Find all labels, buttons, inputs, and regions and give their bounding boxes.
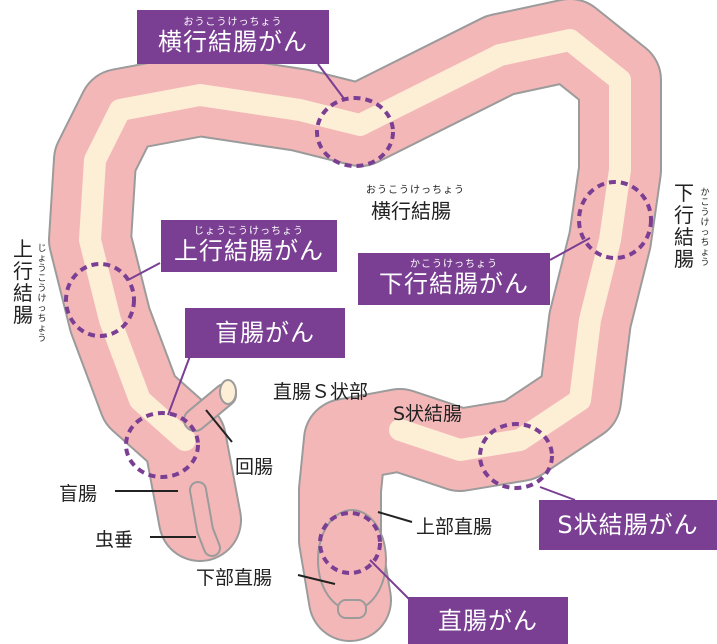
callout-text: 上行結腸がん <box>174 237 324 265</box>
callout-descending-cancer: かこうけっちょう 下行結腸がん <box>358 253 550 305</box>
label-ascending: 上行結腸 <box>12 238 34 326</box>
label-sigmoid: S状結腸 <box>393 399 462 426</box>
label-ileum: 回腸 <box>235 452 273 479</box>
label-transverse-ruby: おうこうけっちょう <box>366 181 465 196</box>
callout-text: 盲腸がん <box>215 319 315 347</box>
label-rectosigmoid: 直腸Ｓ状部 <box>273 377 368 404</box>
label-upper-rectum: 上部直腸 <box>416 512 492 539</box>
label-appendix: 虫垂 <box>95 525 133 552</box>
label-transverse: 横行結腸 <box>371 195 451 224</box>
callout-ruby: かこうけっちょう <box>410 260 498 270</box>
callout-sigmoid-cancer: S状結腸がん <box>539 500 717 550</box>
label-descending-ruby: かこうけっちょう <box>700 188 710 268</box>
callout-ruby: おうこうけっちょう <box>184 18 283 28</box>
callout-text: 直腸がん <box>438 607 538 635</box>
callout-rectal-cancer: 直腸がん <box>408 597 568 644</box>
label-cecum: 盲腸 <box>59 479 97 506</box>
callout-ascending-cancer: じょうこうけっちょう 上行結腸がん <box>161 220 337 272</box>
ileum-opening <box>220 380 236 404</box>
callout-text: S状結腸がん <box>557 511 698 539</box>
anal-canal-shape <box>338 600 366 618</box>
callout-text: 横行結腸がん <box>158 28 308 56</box>
callout-cecum-cancer: 盲腸がん <box>185 308 345 358</box>
leader-upper-rectum <box>378 512 412 522</box>
label-descending: 下行結腸 <box>673 182 695 270</box>
leader-sigmoid <box>540 487 575 500</box>
label-ascending-ruby: じょうこうけっちょう <box>37 244 47 344</box>
callout-transverse-cancer: おうこうけっちょう 横行結腸がん <box>137 10 329 64</box>
label-lower-rectum: 下部直腸 <box>196 563 272 590</box>
callout-text: 下行結腸がん <box>379 270 529 298</box>
callout-ruby: じょうこうけっちょう <box>194 227 304 237</box>
